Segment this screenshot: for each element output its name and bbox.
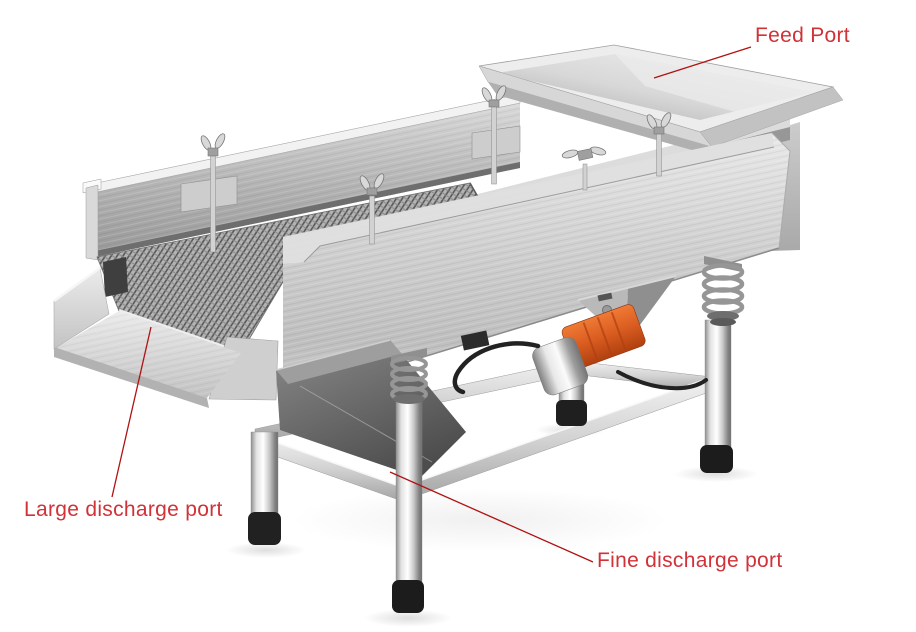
large-discharge-leader-line [111,326,152,498]
clamp-bolt-3 [471,85,521,185]
clamp-bolt-2 [359,173,385,245]
spring-front-right [701,256,745,326]
vibration-motor [532,304,646,396]
clamp-bolt-5 [561,146,607,191]
fine-discharge-leader-line [389,471,594,563]
fine-discharge-port-label: Fine discharge port [597,549,783,572]
leg-rear-left [248,431,281,545]
large-discharge-port-label: Large discharge port [24,498,223,521]
clamp-bolt-4 [646,112,672,177]
leg-front-right [700,319,733,473]
motor-cables [452,330,708,395]
spring-front-left [390,348,428,404]
trough-front-panel [282,132,791,401]
large-discharge-chute [53,266,279,408]
leg-front-left [392,397,424,613]
feed-port-leader-line [653,46,752,79]
clamp-bolt-1 [180,133,238,253]
feed-port-label: Feed Port [755,24,850,47]
trough-back-wall [82,93,521,261]
